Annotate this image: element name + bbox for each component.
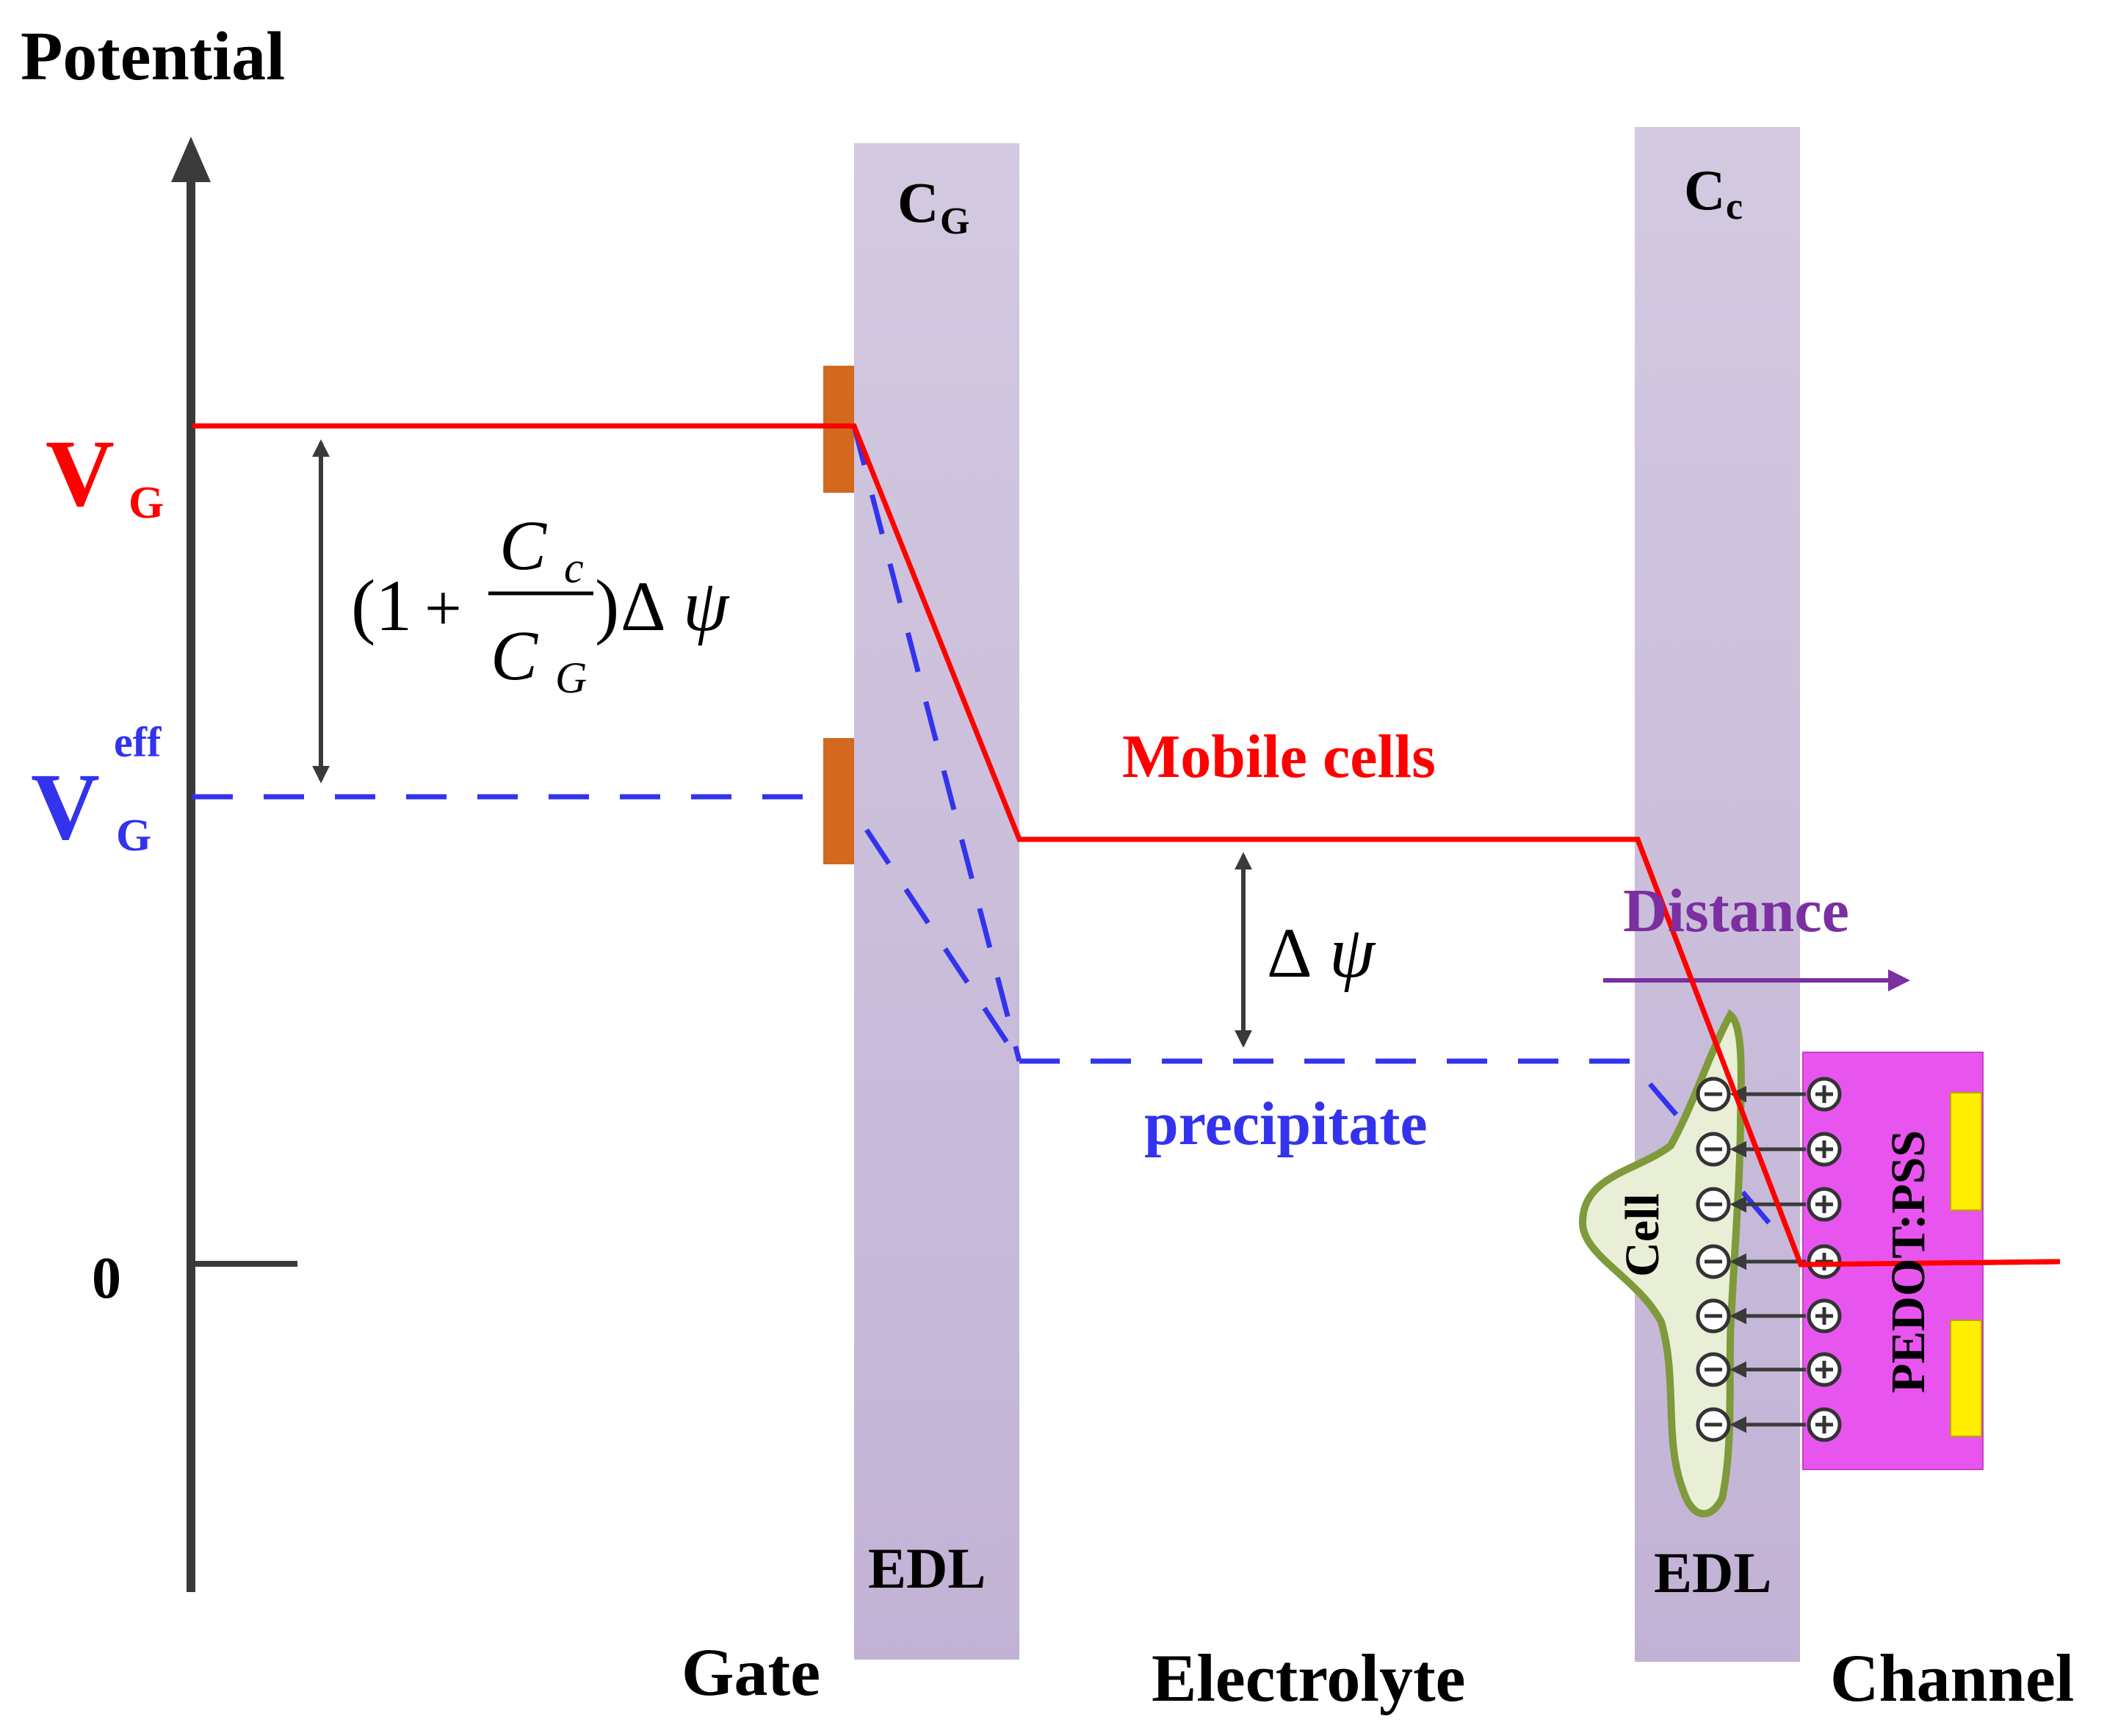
formula-den-main: C (491, 616, 538, 695)
potential-axis-arrowhead (171, 137, 211, 182)
vgeff-sup: eff (114, 718, 162, 766)
gap-formula: (1 + C c C G ) Δ ψ (351, 506, 730, 702)
gate-electrode-top (823, 366, 854, 493)
channel-label: Channel (1830, 1641, 2074, 1715)
formula-delta: Δ (621, 567, 666, 645)
cc-main: C (1684, 158, 1725, 222)
cc-sub: c (1726, 186, 1743, 228)
electrolyte-label: Electrolyte (1152, 1641, 1465, 1715)
precipitate-label: precipitate (1144, 1090, 1428, 1158)
zero-label: 0 (92, 1246, 121, 1311)
delta-psi-label: Δ ψ (1267, 911, 1376, 993)
pedot-label: PEDOT:PSS (1882, 1130, 1935, 1393)
mobile-cells-curve-overlay (1635, 838, 2061, 1267)
delta-psi-psi: ψ (1329, 911, 1376, 993)
cg-main: C (897, 170, 939, 234)
cg-sub: G (940, 200, 969, 242)
formula-denominator: C G (491, 616, 587, 702)
vg-sub: G (129, 478, 164, 528)
formula-numerator: C c (499, 506, 584, 592)
pedot-contact-bottom (1950, 1320, 1982, 1437)
formula-num-main: C (499, 506, 547, 585)
interface-charges (1696, 1077, 1842, 1442)
formula-close: ) (595, 565, 619, 646)
vg-main: V (46, 421, 115, 527)
cc-label: C c (1684, 158, 1743, 228)
formula-den-sub: G (555, 654, 587, 702)
gate-label: Gate (682, 1635, 820, 1710)
delta-psi-delta: Δ (1267, 914, 1312, 992)
cell-label: Cell (1616, 1193, 1669, 1277)
vgeff-sub: G (116, 811, 151, 861)
axis-title: Potential (21, 18, 285, 95)
distance-label: Distance (1623, 877, 1849, 945)
vg-label: V G (46, 421, 164, 528)
gate-electrode-bottom (823, 738, 854, 864)
edl-gate-label: EDL (868, 1536, 986, 1600)
pedot-contact-top (1950, 1092, 1982, 1211)
formula-num-sub: c (564, 543, 584, 592)
mobile-cells-label: Mobile cells (1122, 723, 1436, 791)
formula-open: (1 (351, 565, 412, 646)
edl-channel-label: EDL (1654, 1541, 1771, 1605)
cg-label: C G (897, 170, 969, 242)
vgeff-label: V G eff (31, 718, 162, 861)
precipitate-curve (192, 425, 1787, 1243)
vgeff-main: V (31, 754, 100, 860)
edl-gate-band (854, 143, 1019, 1660)
formula-psi: ψ (683, 565, 730, 646)
formula-plus: + (424, 572, 462, 645)
